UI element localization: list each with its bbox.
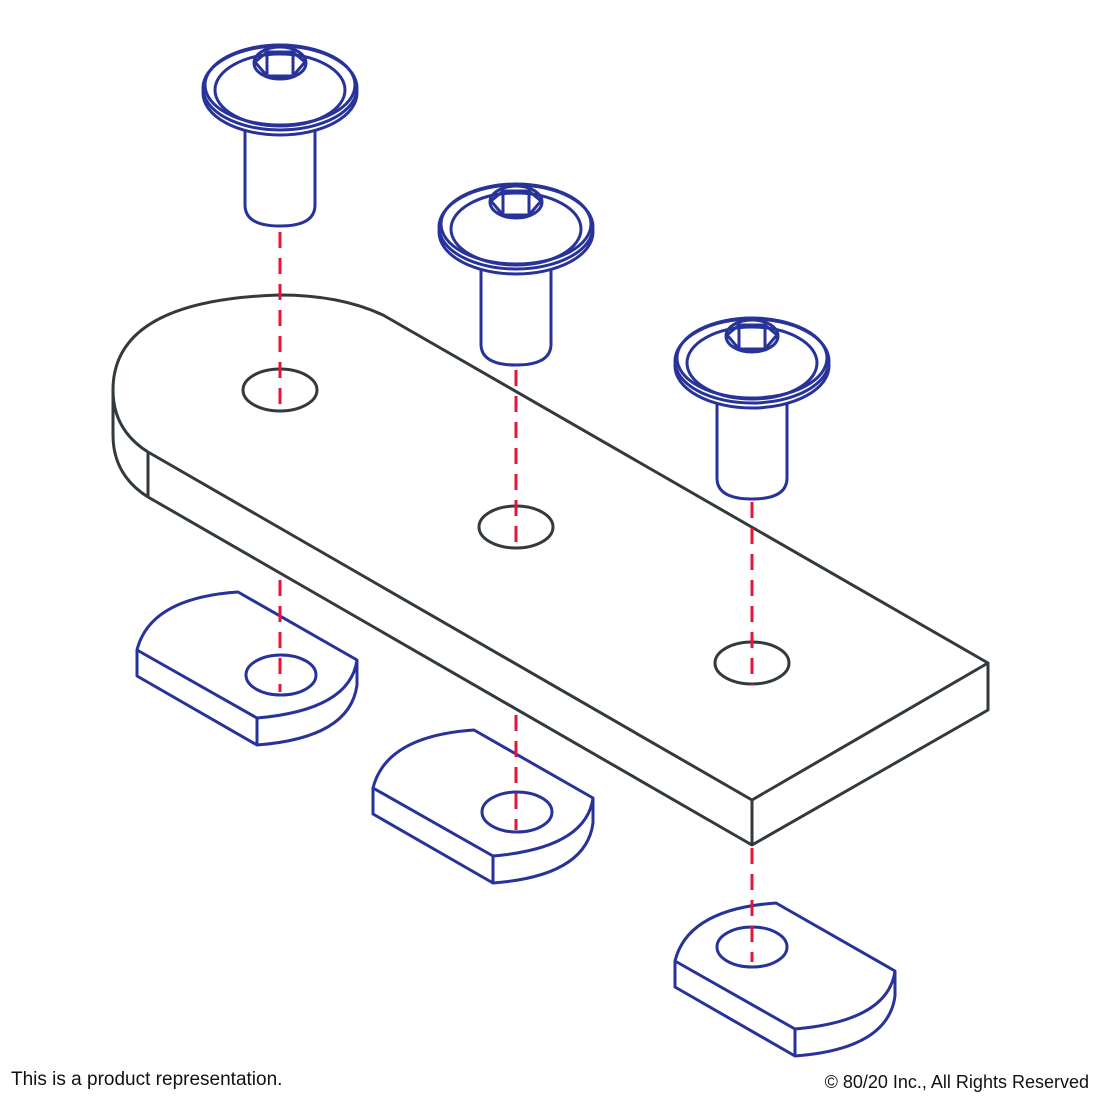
t-nut-3 — [673, 901, 897, 1058]
screw-3 — [673, 316, 831, 501]
t-nut-2 — [371, 728, 595, 885]
t-nut-1 — [135, 590, 359, 747]
plate — [111, 293, 990, 847]
copyright-text: © 80/20 Inc., All Rights Reserved — [824, 1072, 1089, 1092]
screw-2 — [437, 182, 595, 367]
assembly-axes — [278, 232, 754, 962]
screw-1 — [201, 43, 359, 228]
disclaimer-text: This is a product representation. — [11, 1069, 283, 1090]
